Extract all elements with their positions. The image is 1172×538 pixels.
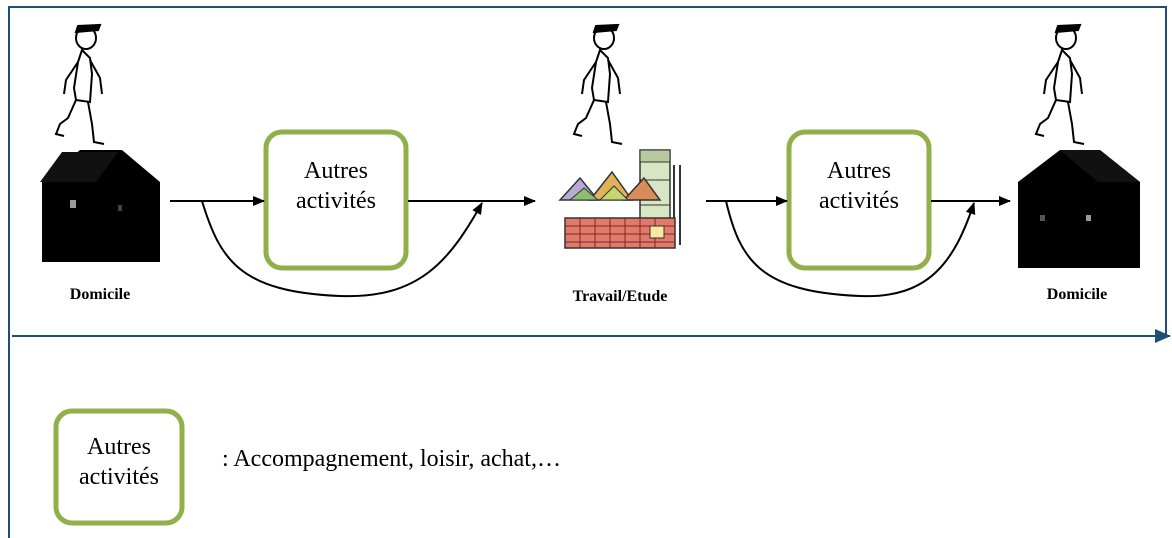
activity-box [263,129,409,271]
walking-person-icon [54,23,105,145]
activity-box [786,129,932,271]
house-icon [1018,150,1140,268]
bypass-arrow [725,200,976,298]
activity-box-label: Autres activités [819,158,899,214]
activity-box-label: Autres activités [296,158,376,214]
legend-description: : Accompagnement, loisir, achat,… [222,446,561,472]
frame-border [8,6,1167,538]
factory-icon [558,149,681,249]
walking-person-icon [572,23,623,145]
place-label-start: Domicile [69,286,131,303]
legend-box [53,408,185,526]
place-label-middle: Travail/Etude [572,288,668,305]
place-label-end: Domicile [1046,286,1108,303]
walking-person-icon [1034,23,1085,145]
legend-box-label: Autres activités [79,434,159,490]
house-icon [40,150,160,262]
bypass-arrow [201,200,483,298]
